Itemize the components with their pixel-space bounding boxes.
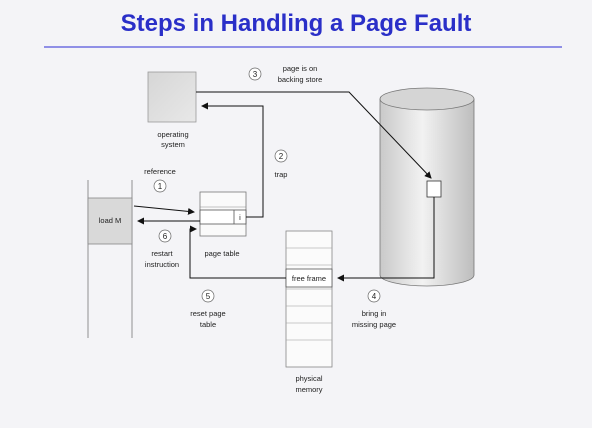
load-instruction-label: load M <box>99 216 122 225</box>
step-3-number: 3 <box>253 70 258 79</box>
step-1-marker <box>153 179 167 193</box>
step-5-marker <box>201 289 215 303</box>
load-instruction-box <box>87 197 133 245</box>
backing-store-label-line1: page is on <box>283 64 318 73</box>
step-6-marker <box>158 229 172 243</box>
invalid-bit: i <box>239 213 241 222</box>
bring-in-page-arrow <box>337 197 435 282</box>
physical-memory <box>285 230 333 368</box>
step-4-marker <box>367 289 381 303</box>
reset-label-line1: reset page <box>190 309 225 318</box>
slide-title: Steps in Handling a Page Fault <box>120 10 472 37</box>
os-label-line2: system <box>161 140 185 149</box>
trap-arrow <box>201 102 264 218</box>
step-2-number: 2 <box>279 152 284 161</box>
restart-label-line1: restart <box>151 249 173 258</box>
step-4-number: 4 <box>372 292 377 301</box>
physical-memory-label-line1: physical <box>295 374 322 383</box>
bring-in-label-line2: missing page <box>352 320 396 329</box>
trap-label: trap <box>275 170 288 179</box>
step-1-number: 1 <box>158 182 163 191</box>
reset-page-table-arrow <box>189 225 286 279</box>
os-label-line1: operating <box>157 130 188 139</box>
backing-store-label-line2: backing store <box>278 75 323 84</box>
physical-memory-label-line2: memory <box>295 385 322 394</box>
bring-in-label-line1: bring in <box>362 309 387 318</box>
step-3-marker <box>248 67 262 81</box>
title-underline <box>44 46 562 48</box>
restart-label-line2: instruction <box>145 260 179 269</box>
step-5-number: 5 <box>206 292 211 301</box>
page-on-backing-store-arrow <box>196 91 432 179</box>
operating-system-box <box>147 71 197 123</box>
missing-page-block <box>426 180 442 198</box>
reference-label: reference <box>144 167 176 176</box>
reference-arrow <box>133 205 195 215</box>
step-2-marker <box>274 149 288 163</box>
page-table-label: page table <box>204 249 239 258</box>
free-frame-label: free frame <box>292 274 326 283</box>
step-6-number: 6 <box>163 232 168 241</box>
reset-label-line2: table <box>200 320 216 329</box>
